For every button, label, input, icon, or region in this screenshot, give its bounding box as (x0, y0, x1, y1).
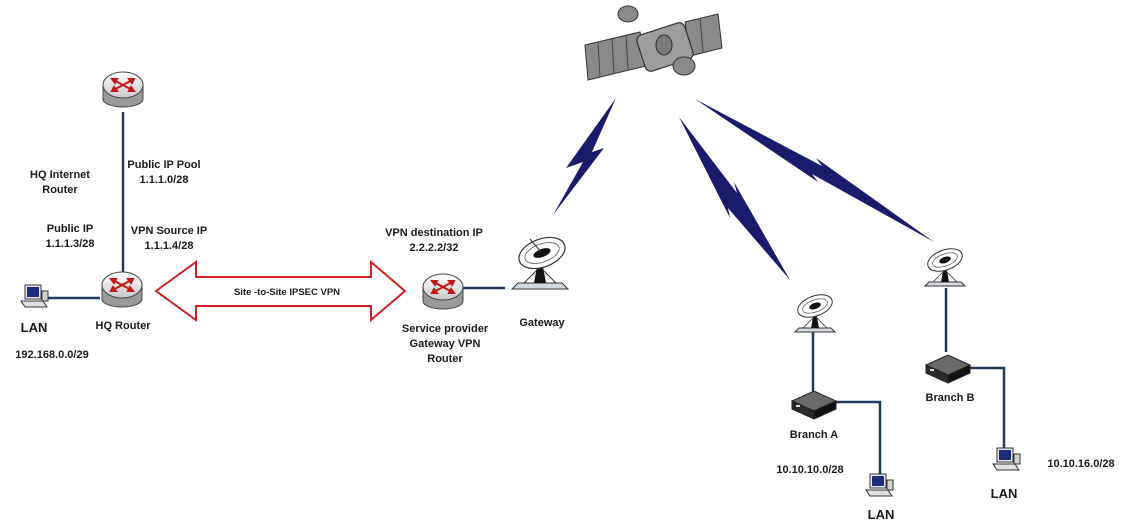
hq-public-ip-label: Public IP 1.1.1.3/28 (32, 222, 108, 252)
public-ip-pool-title: Public IP Pool (127, 159, 201, 171)
hq-router-icon (101, 271, 143, 308)
hq-lan-label: LAN (20, 320, 48, 335)
vpn-source-ip-value: 1.1.1.4/28 (144, 240, 194, 252)
hq-lan-subnet: 192.168.0.0/29 (15, 349, 89, 361)
hq-public-ip-value: 1.1.1.3/28 (45, 238, 95, 250)
vpn-destination-ip-value: 2.2.2.2/32 (409, 242, 459, 254)
branch-b-router-icon (925, 354, 971, 384)
vpn-destination-ip-label: VPN destination IP 2.2.2.2/32 (378, 226, 490, 256)
branch-a-router-icon (791, 390, 837, 420)
hq-internet-router-label-line2: Router (42, 184, 78, 196)
branch-b-subnet: 10.10.16.0/28 (1047, 458, 1115, 470)
gateway-dish-icon (511, 231, 570, 290)
branch-a-lan-label: LAN (867, 507, 895, 522)
branch-b-dish-icon (924, 243, 966, 287)
radio-link-branch-b (695, 99, 934, 242)
hq-lan-pc-icon (20, 284, 49, 308)
provider-router-label: Service provider Gateway VPN Router (392, 322, 498, 367)
public-ip-pool-label: Public IP Pool 1.1.1.0/28 (116, 158, 212, 188)
hq-internet-router-label: HQ Internet Router (25, 168, 95, 198)
branch-b-lan-pc-icon (992, 447, 1021, 471)
hq-public-ip-title: Public IP (46, 223, 94, 235)
provider-router-label-line2: Gateway VPN (409, 338, 481, 350)
vpn-tunnel-label: Site -to-Site IPSEC VPN (233, 287, 341, 298)
satellite-icon (584, 5, 723, 81)
vpn-destination-ip-title: VPN destination IP (385, 227, 483, 239)
branch-b-label: Branch B (925, 392, 975, 404)
branch-a-lan-pc-icon (865, 473, 894, 497)
radio-link-branch-a (679, 117, 790, 280)
vpn-tunnel-arrow (154, 259, 407, 323)
branch-a-subnet: 10.10.10.0/28 (776, 464, 844, 476)
radio-link-gateway (553, 98, 616, 215)
provider-router-label-line1: Service provider (401, 323, 489, 335)
vpn-source-ip-title: VPN Source IP (130, 225, 208, 237)
branch-a-label: Branch A (789, 429, 839, 441)
hq-internet-router-icon (102, 71, 144, 108)
gateway-label: Gateway (519, 317, 565, 329)
branch-a-dish-icon (794, 289, 836, 333)
branch-a-links (811, 330, 882, 478)
public-ip-pool-value: 1.1.1.0/28 (139, 174, 189, 186)
branch-b-links (944, 288, 1006, 448)
vpn-source-ip-label: VPN Source IP 1.1.1.4/28 (122, 224, 216, 254)
provider-vpn-router-icon (422, 273, 464, 310)
branch-b-lan-label: LAN (990, 486, 1018, 501)
provider-router-label-line3: Router (427, 353, 463, 365)
hq-internet-router-label-line1: HQ Internet (30, 169, 90, 181)
hq-router-label: HQ Router (95, 320, 151, 332)
